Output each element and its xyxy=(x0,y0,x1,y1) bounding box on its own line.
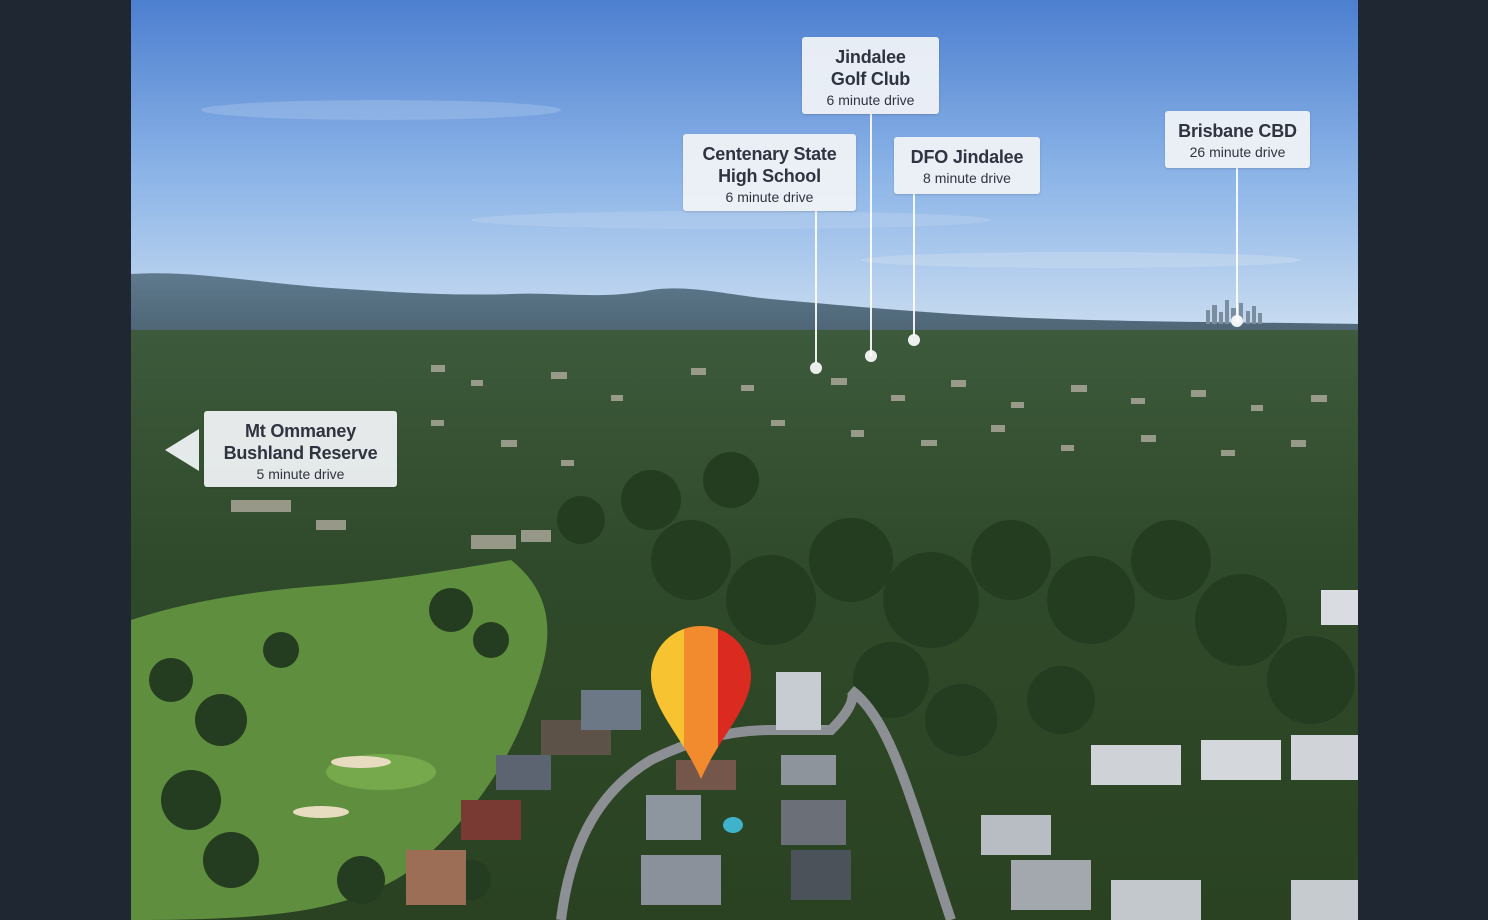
brisbane-cbd-location-dot xyxy=(1231,315,1243,327)
aerial-scene xyxy=(131,0,1358,920)
mountain-range xyxy=(131,273,1358,345)
label-drive-time: 6 minute drive xyxy=(826,92,915,108)
label-name: Centenary State High School xyxy=(702,144,837,186)
label-drive-time: 5 minute drive xyxy=(256,466,345,482)
direction-arrow-left-icon xyxy=(165,429,199,471)
label-drive-time: 26 minute drive xyxy=(1189,144,1286,160)
label-mt-ommaney-bushland-reserve: Mt Ommaney Bushland Reserve 5 minute dri… xyxy=(204,411,397,487)
street xyxy=(556,686,956,920)
dfo-jindalee-leader-line xyxy=(913,194,915,336)
aerial-photo xyxy=(131,0,1358,920)
label-brisbane-cbd: Brisbane CBD 26 minute drive xyxy=(1165,111,1310,168)
suburb-houses xyxy=(231,365,1327,549)
centenary-shs-location-dot xyxy=(810,362,822,374)
property-map-pin-icon xyxy=(650,626,752,786)
nearby-houses xyxy=(406,590,1358,920)
label-drive-time: 8 minute drive xyxy=(923,170,1011,186)
label-drive-time: 6 minute drive xyxy=(725,189,814,205)
label-name: Jindalee Golf Club xyxy=(830,47,911,89)
label-name: Brisbane CBD xyxy=(1178,121,1297,141)
centenary-shs-leader-line xyxy=(815,211,817,363)
dfo-jindalee-location-dot xyxy=(908,334,920,346)
label-name: DFO Jindalee xyxy=(910,147,1024,167)
label-name: Mt Ommaney Bushland Reserve xyxy=(223,421,378,463)
jindalee-golf-club-location-dot xyxy=(865,350,877,362)
jindalee-golf-club-leader-line xyxy=(870,114,872,356)
label-jindalee-golf-club: Jindalee Golf Club 6 minute drive xyxy=(802,37,939,114)
label-centenary-state-high-school: Centenary State High School 6 minute dri… xyxy=(683,134,856,211)
label-dfo-jindalee: DFO Jindalee 8 minute drive xyxy=(894,137,1040,194)
golf-course xyxy=(131,560,548,920)
brisbane-cbd-leader-line xyxy=(1236,168,1238,316)
